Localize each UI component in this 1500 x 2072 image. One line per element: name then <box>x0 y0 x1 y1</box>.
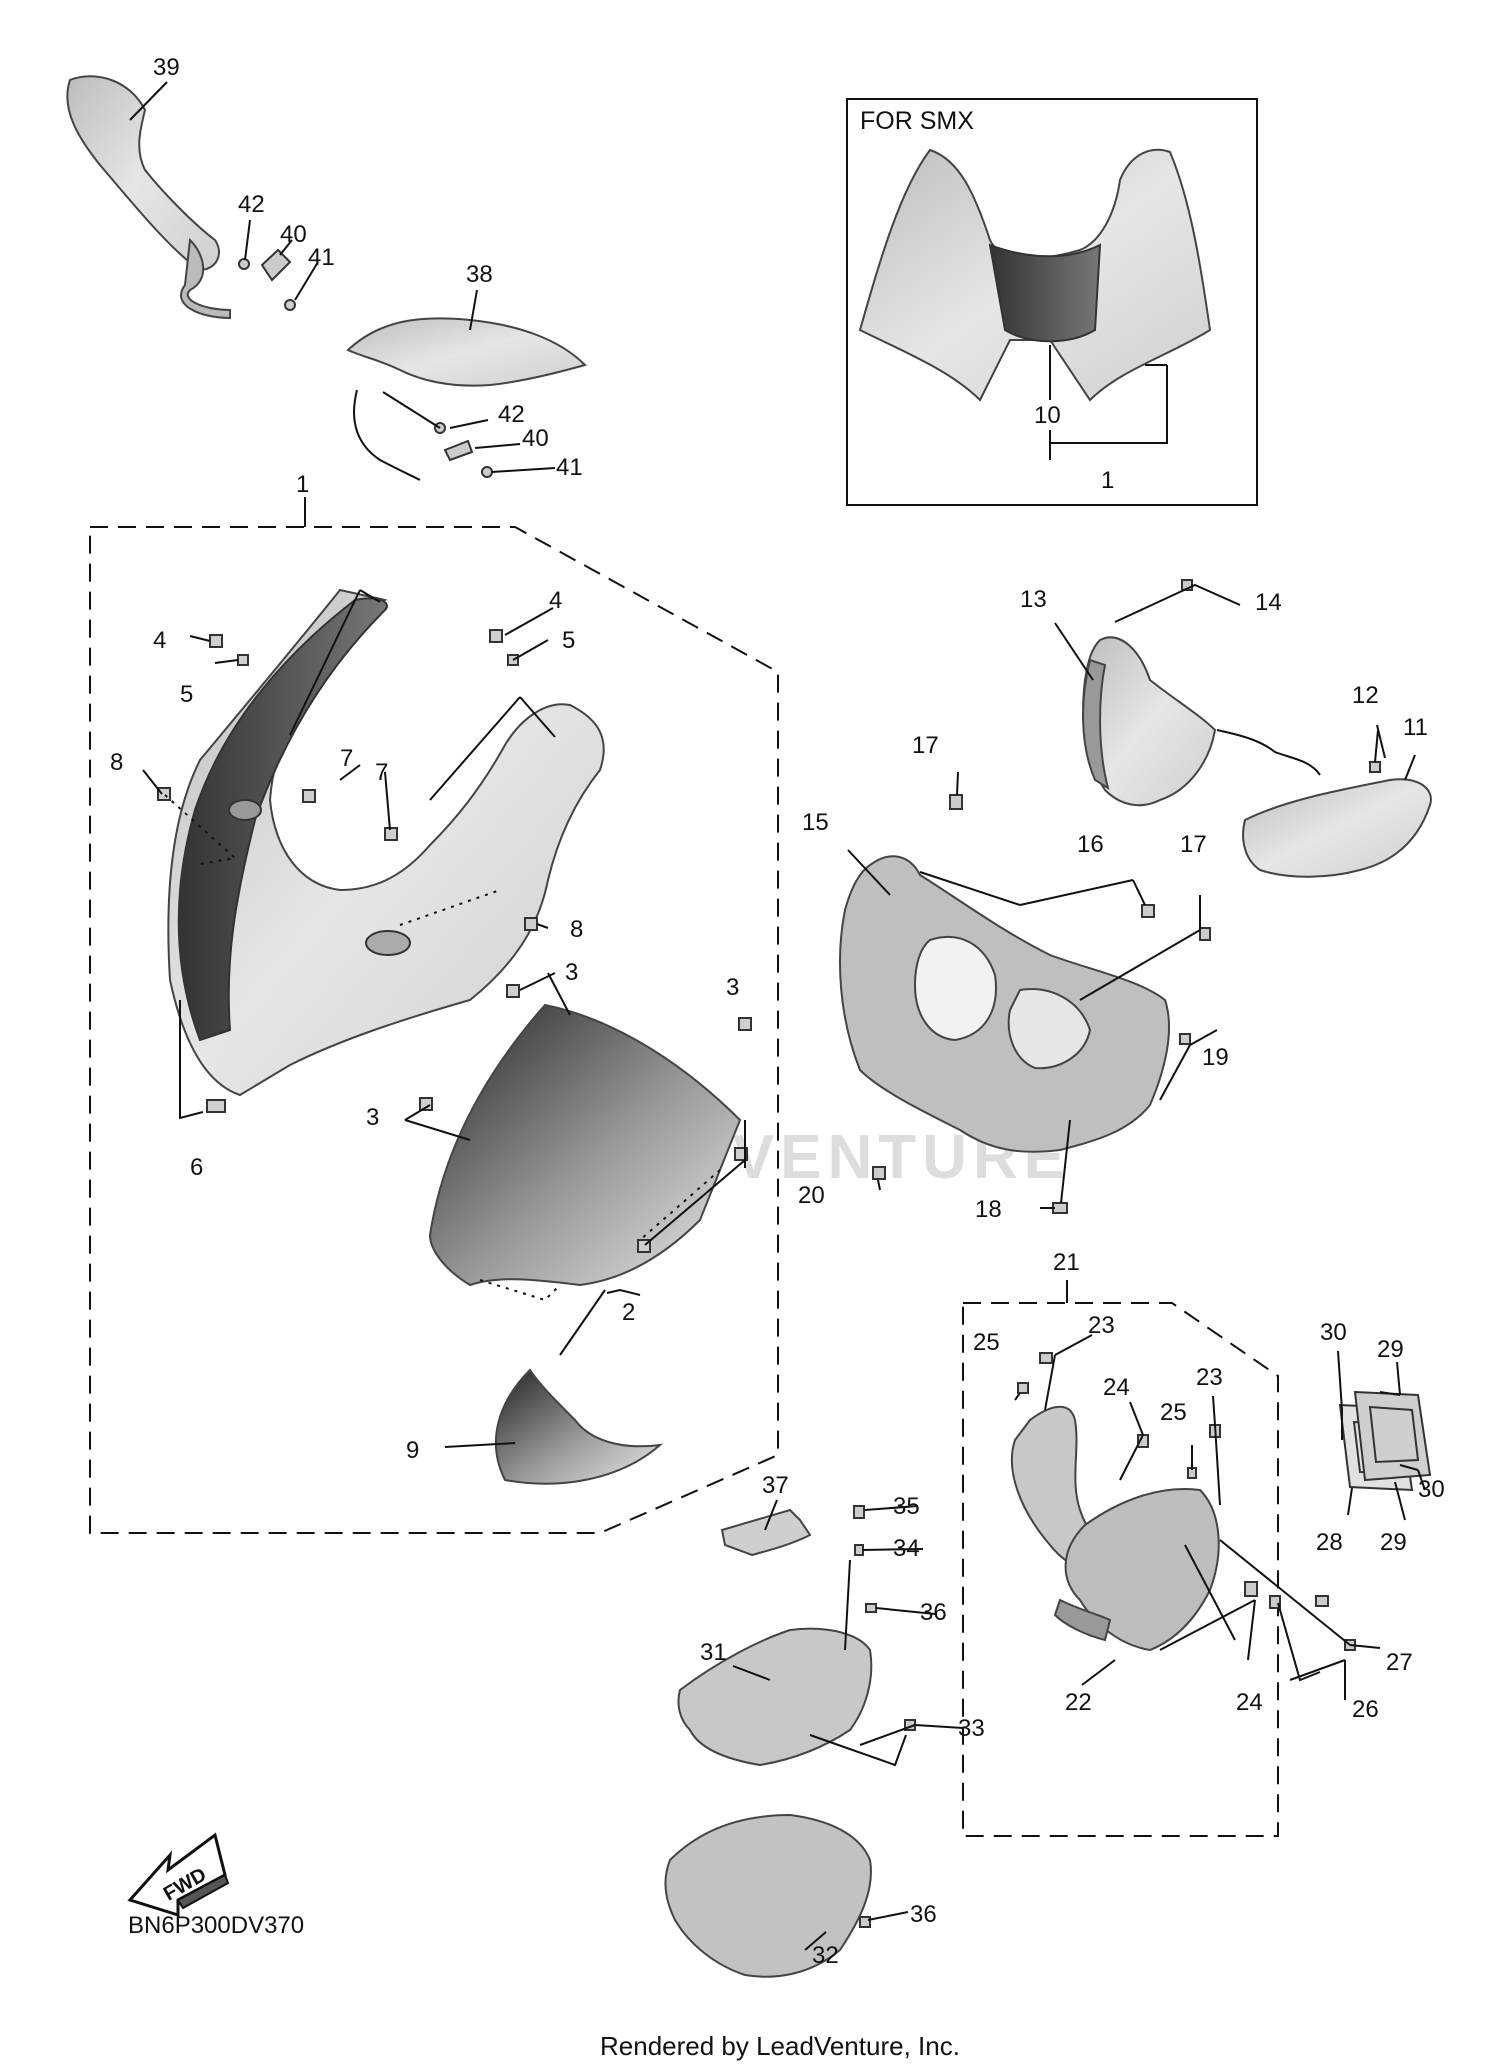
callout-17b: 17 <box>1180 831 1207 858</box>
inset-smx-panel <box>988 243 1102 343</box>
callout-38: 38 <box>466 261 493 288</box>
callout-3c: 3 <box>366 1104 379 1131</box>
callout-24b: 24 <box>1236 1689 1263 1716</box>
callout-41a: 41 <box>308 244 335 271</box>
undercover-lower <box>664 1813 872 1978</box>
callout-4a: 4 <box>153 627 166 654</box>
callout-10-inset: 10 <box>1034 402 1061 429</box>
callout-25b: 25 <box>1160 1399 1187 1426</box>
callout-18: 18 <box>975 1196 1002 1223</box>
callout-40b: 40 <box>522 425 549 452</box>
duct-seal-gasket <box>1353 1390 1432 1482</box>
callout-7b: 7 <box>375 759 388 786</box>
diagram-code: BN6P300DV370 <box>128 1912 304 1939</box>
callout-26: 26 <box>1352 1696 1379 1723</box>
callout-8b: 8 <box>570 916 583 943</box>
callout-20: 20 <box>798 1182 825 1209</box>
windscreen <box>428 1003 742 1287</box>
inset-title: FOR SMX <box>860 107 974 135</box>
callout-35: 35 <box>893 1493 920 1520</box>
group-1-outline <box>89 526 779 1534</box>
footer-credit: Rendered by LeadVenture, Inc. <box>600 2031 960 2061</box>
smx-inset: FOR SMX <box>846 98 1258 506</box>
callout-23b: 23 <box>1196 1364 1223 1391</box>
callout-22: 22 <box>1065 1689 1092 1716</box>
mirror-right <box>346 317 587 387</box>
inner-headlight-bracket <box>839 855 1171 1153</box>
callout-5b: 5 <box>562 627 575 654</box>
callout-41b: 41 <box>556 454 583 481</box>
lower-stay <box>720 1508 812 1557</box>
screen-inner-panel <box>494 1368 664 1485</box>
callout-13: 13 <box>1020 586 1047 613</box>
callout-36a: 36 <box>920 1599 947 1626</box>
callout-29b: 29 <box>1380 1529 1407 1556</box>
callout-16: 16 <box>1077 831 1104 858</box>
callout-34: 34 <box>893 1535 920 1562</box>
callout-7a: 7 <box>340 745 353 772</box>
cowling-dark-stripe <box>177 597 388 1042</box>
callout-1: 1 <box>296 471 309 498</box>
callout-42b: 42 <box>498 401 525 428</box>
callout-28: 28 <box>1316 1529 1343 1556</box>
callout-40a: 40 <box>280 221 307 248</box>
callout-17a: 17 <box>912 732 939 759</box>
callout-9: 9 <box>406 1437 419 1464</box>
callout-25a: 25 <box>973 1329 1000 1356</box>
callout-15: 15 <box>802 809 829 836</box>
callout-37: 37 <box>762 1472 789 1499</box>
air-duct-center <box>1064 1488 1220 1652</box>
callout-14: 14 <box>1255 589 1282 616</box>
callout-6: 6 <box>190 1154 203 1181</box>
callout-29a: 29 <box>1377 1336 1404 1363</box>
undercover-upper <box>677 1627 873 1767</box>
callout-8a: 8 <box>110 749 123 776</box>
fwd-arrow: FWD <box>127 1832 230 1918</box>
callout-39: 39 <box>153 54 180 81</box>
position-light <box>1242 778 1432 878</box>
callout-30b: 30 <box>1418 1476 1445 1503</box>
callout-42a: 42 <box>238 191 265 218</box>
callout-30a: 30 <box>1320 1319 1347 1346</box>
mirror-left <box>66 75 220 272</box>
callout-12: 12 <box>1352 682 1379 709</box>
callout-2: 2 <box>622 1299 635 1326</box>
callout-23a: 23 <box>1088 1312 1115 1339</box>
callout-33: 33 <box>958 1715 985 1742</box>
callout-19: 19 <box>1202 1044 1229 1071</box>
callout-1-inset: 1 <box>1101 467 1114 494</box>
callout-21: 21 <box>1053 1249 1080 1276</box>
callout-32: 32 <box>812 1942 839 1969</box>
callout-3b: 3 <box>726 974 739 1001</box>
callout-5a: 5 <box>180 681 193 708</box>
callout-4b: 4 <box>549 587 562 614</box>
callout-27: 27 <box>1386 1649 1413 1676</box>
callout-24a: 24 <box>1103 1374 1130 1401</box>
callout-31: 31 <box>700 1639 727 1666</box>
callout-3a: 3 <box>565 959 578 986</box>
callout-36b: 36 <box>910 1901 937 1928</box>
callout-labels: 39 42 40 41 38 42 40 41 10 1 1 4 5 4 5 8… <box>110 54 1445 1969</box>
callout-11: 11 <box>1403 714 1428 741</box>
